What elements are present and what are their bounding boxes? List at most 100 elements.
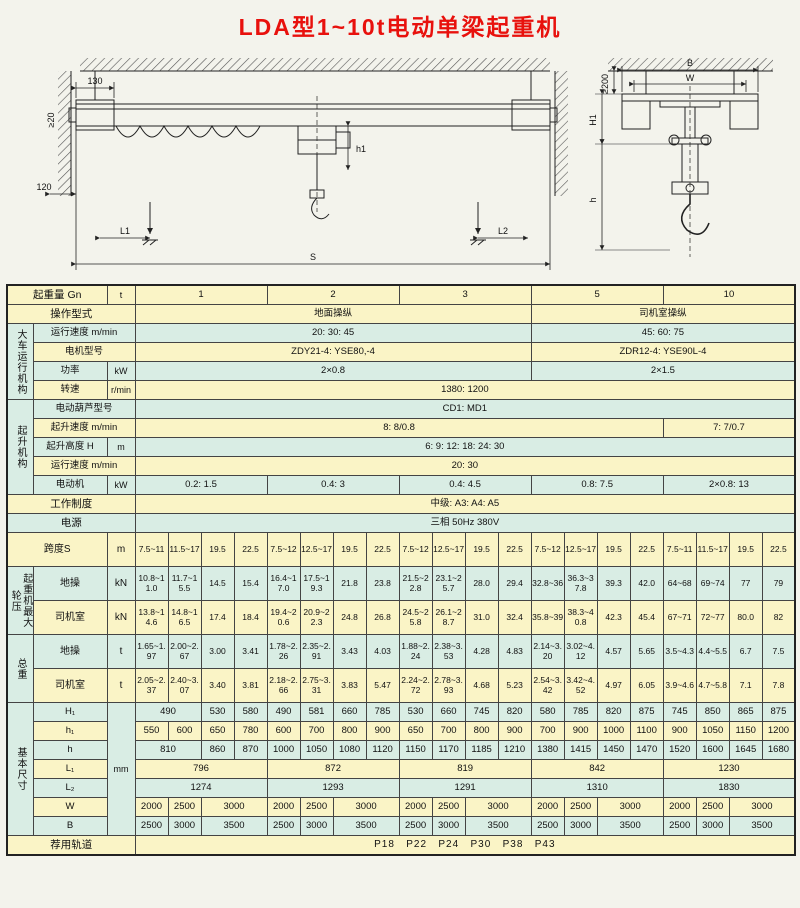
hook-front bbox=[311, 197, 330, 220]
table-cell: 3500 bbox=[464, 816, 532, 836]
table-cell: 4.4~5.5 bbox=[695, 634, 730, 669]
table-cell: 2.14~3.20 bbox=[530, 634, 565, 669]
table-cell: 1450 bbox=[596, 740, 631, 760]
table-cell: 20: 30 bbox=[134, 456, 796, 476]
table-cell: 地操 bbox=[32, 634, 108, 669]
table-cell: 2500 bbox=[530, 816, 565, 836]
table-cell: 2500 bbox=[662, 816, 697, 836]
table-cell: 900 bbox=[563, 721, 598, 741]
table-cell: 0.2: 1.5 bbox=[134, 475, 268, 495]
table-cell: 三相 50Hz 380V bbox=[134, 513, 796, 533]
table-cell: kN bbox=[106, 566, 136, 601]
table-cell: 10.8~11.0 bbox=[134, 566, 169, 601]
table-cell: CD1: MD1 bbox=[134, 399, 796, 419]
table-cell: 2000 bbox=[398, 797, 433, 817]
table-cell: 2×1.5 bbox=[530, 361, 796, 381]
table-cell: 2.24~2.72 bbox=[398, 668, 433, 703]
dimension-label: L1 bbox=[120, 226, 130, 236]
table-cell: 3.5~4.3 bbox=[662, 634, 697, 669]
table-cell: 581 bbox=[299, 702, 334, 722]
table-cell: 11.5~17 bbox=[695, 532, 730, 567]
table-cell: 22.5 bbox=[365, 532, 400, 567]
table-cell: 79 bbox=[761, 566, 796, 601]
section-label: 起升机构 bbox=[6, 399, 34, 495]
table-cell: 875 bbox=[761, 702, 796, 722]
table-cell: 7.5~11 bbox=[134, 532, 169, 567]
table-cell: 17.4 bbox=[200, 600, 235, 635]
table-cell: 800 bbox=[332, 721, 367, 741]
table-cell: 运行速度 m/min bbox=[32, 456, 136, 476]
table-cell: 12.5~17 bbox=[431, 532, 466, 567]
table-cell: 865 bbox=[728, 702, 763, 722]
drawing-area: 130 ≥20 120 h1 L1 L2 S bbox=[10, 42, 790, 284]
table-cell: 7: 7/0.7 bbox=[662, 418, 796, 438]
table-cell: 2500 bbox=[398, 816, 433, 836]
dimension-label: S bbox=[310, 252, 316, 262]
table-cell: 1185 bbox=[464, 740, 499, 760]
front-dimensions bbox=[45, 82, 551, 270]
table-cell: 3500 bbox=[728, 816, 796, 836]
table-cell: 1380: 1200 bbox=[134, 380, 796, 400]
table-cell: 5 bbox=[530, 284, 664, 305]
table-cell: t bbox=[106, 668, 136, 703]
table-cell: 700 bbox=[431, 721, 466, 741]
table-cell: 2500 bbox=[299, 797, 334, 817]
section-label: 电源 bbox=[6, 513, 136, 533]
table-cell: 1380 bbox=[530, 740, 565, 760]
table-cell: 7.1 bbox=[728, 668, 763, 703]
table-cell: 35.8~39 bbox=[530, 600, 565, 635]
table-cell: 38.3~40.8 bbox=[563, 600, 598, 635]
table-cell: 530 bbox=[398, 702, 433, 722]
table-cell: 转速 bbox=[32, 380, 108, 400]
table-cell: 3000 bbox=[200, 797, 268, 817]
dimension-label: H1 bbox=[588, 114, 598, 126]
table-cell: 1274 bbox=[134, 778, 268, 798]
table-cell: 1310 bbox=[530, 778, 664, 798]
table-cell: m bbox=[106, 532, 136, 567]
table-cell: 4.7~5.8 bbox=[695, 668, 730, 703]
dimension-label: ≥200 bbox=[600, 74, 610, 94]
table-cell: 1645 bbox=[728, 740, 763, 760]
dimension-label: h1 bbox=[356, 144, 366, 154]
table-cell: 7.5 bbox=[761, 634, 796, 669]
table-cell: 819 bbox=[398, 759, 532, 779]
dimension-label: h bbox=[588, 197, 598, 202]
table-cell: 600 bbox=[266, 721, 301, 741]
table-cell: 700 bbox=[299, 721, 334, 741]
capacity-label: 起重量 Gn bbox=[6, 284, 108, 305]
table-cell: 36.3~37.8 bbox=[563, 566, 598, 601]
table-cell: 550 bbox=[134, 721, 169, 741]
table-cell: ZDR12-4: YSE90L-4 bbox=[530, 342, 796, 362]
festoon-cable bbox=[115, 124, 261, 138]
table-cell: 5.23 bbox=[497, 668, 532, 703]
table-cell: 4.57 bbox=[596, 634, 631, 669]
table-cell: 26.8 bbox=[365, 600, 400, 635]
table-cell: 3.9~4.6 bbox=[662, 668, 697, 703]
table-cell: 1050 bbox=[299, 740, 334, 760]
table-cell: 7.5~11 bbox=[662, 532, 697, 567]
table-cell: 起升速度 m/min bbox=[32, 418, 136, 438]
table-cell: 1680 bbox=[761, 740, 796, 760]
table-cell: 2500 bbox=[431, 797, 466, 817]
table-cell: 11.7~15.5 bbox=[167, 566, 202, 601]
table-cell: 7.8 bbox=[761, 668, 796, 703]
table-cell: h₁ bbox=[32, 721, 108, 741]
table-cell: 23.1~25.7 bbox=[431, 566, 466, 601]
table-cell: 785 bbox=[365, 702, 400, 722]
table-cell: r/min bbox=[106, 380, 136, 400]
table-cell: 地面操纵 bbox=[134, 304, 532, 324]
table-cell: 1293 bbox=[266, 778, 400, 798]
table-cell: 12.5~17 bbox=[299, 532, 334, 567]
table-cell: 22.5 bbox=[629, 532, 664, 567]
table-cell: 2500 bbox=[266, 816, 301, 836]
table-cell: 850 bbox=[695, 702, 730, 722]
